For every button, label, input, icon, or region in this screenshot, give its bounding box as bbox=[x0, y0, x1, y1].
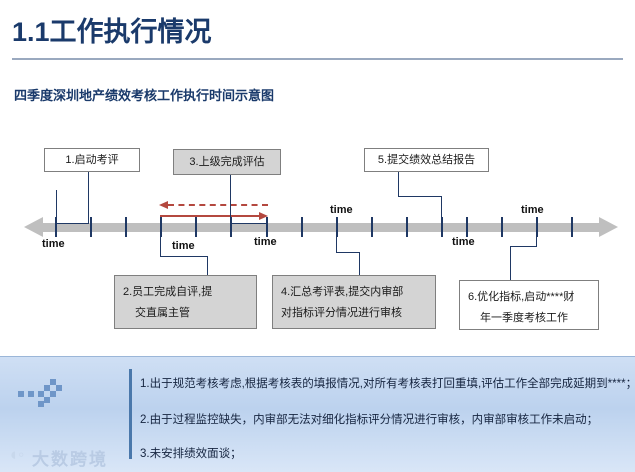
notes-accent-bar bbox=[129, 369, 132, 459]
note-item-2: 2.由于过程监控缺失，内审部无法对细化指标评分情况进行审核，内审部审核工作未启动… bbox=[140, 414, 599, 426]
axis-tick bbox=[371, 217, 373, 237]
red-solid-arrow-icon bbox=[160, 212, 268, 220]
note-item-1: 1.出于规范考核考虑,根据考核表的填报情况,对所有考核表打回重填,评估工作全部完… bbox=[140, 378, 635, 390]
axis-tick bbox=[160, 217, 162, 237]
connector-line-event-6 bbox=[510, 246, 511, 280]
connector-line-event-4 bbox=[336, 224, 337, 252]
connector-line-event-1 bbox=[88, 172, 89, 224]
notes-panel: 1.出于规范考核考虑,根据考核表的填报情况,对所有考核表打回重填,评估工作全部完… bbox=[0, 356, 635, 472]
title-divider bbox=[12, 58, 623, 60]
axis-tick bbox=[441, 217, 443, 237]
watermark-text: 大数跨境 bbox=[32, 450, 108, 469]
event-box-5[interactable]: 5.提交绩效总结报告 bbox=[364, 148, 489, 172]
time-label: time bbox=[254, 236, 277, 248]
connector-line-event-2 bbox=[207, 256, 208, 275]
connector-line-event-1 bbox=[56, 223, 89, 224]
event-box-2-line1: 2.员工完成自评,提 bbox=[123, 286, 213, 298]
timeline-axis bbox=[42, 223, 602, 232]
event-box-4-line2: 对指标评分情况进行审核 bbox=[281, 306, 402, 319]
event-box-3[interactable]: 3.上级完成评估 bbox=[173, 149, 281, 175]
event-box-5-label: 5.提交绩效总结报告 bbox=[377, 153, 476, 166]
event-box-4[interactable]: 4.汇总考评表,提交内审部 对指标评分情况进行审核 bbox=[272, 275, 436, 329]
axis-tick bbox=[466, 217, 468, 237]
connector-line-event-3 bbox=[230, 175, 231, 223]
axis-tick bbox=[536, 217, 538, 237]
connector-line-event-1 bbox=[56, 190, 57, 224]
axis-tick bbox=[195, 217, 197, 237]
connector-line-event-6 bbox=[536, 224, 537, 246]
axis-tick bbox=[90, 217, 92, 237]
event-box-4-line1: 4.汇总考评表,提交内审部 bbox=[281, 286, 404, 298]
axis-tick bbox=[571, 217, 573, 237]
time-label: time bbox=[330, 204, 353, 216]
connector-line-event-5 bbox=[398, 196, 442, 197]
axis-tick bbox=[230, 217, 232, 237]
time-label: time bbox=[42, 238, 65, 250]
connector-line-event-4 bbox=[336, 252, 360, 253]
event-box-6[interactable]: 6.优化指标,启动****财 年一季度考核工作 bbox=[459, 280, 599, 330]
connector-line-event-5 bbox=[441, 196, 442, 226]
connector-line-event-2 bbox=[160, 256, 208, 257]
event-box-1-label: 1.启动考评 bbox=[65, 153, 119, 166]
connector-line-event-4 bbox=[359, 252, 360, 275]
event-box-1[interactable]: 1.启动考评 bbox=[44, 148, 140, 172]
event-box-2-line2: 交直属主管 bbox=[135, 306, 190, 319]
connector-line-event-3 bbox=[230, 223, 267, 224]
red-dashed-arrow-icon bbox=[159, 201, 268, 209]
connector-line-event-6 bbox=[510, 246, 537, 247]
page-title: 1.1工作执行情况 bbox=[12, 17, 212, 47]
connector-line-event-2 bbox=[160, 224, 161, 256]
time-label: time bbox=[521, 204, 544, 216]
time-label: time bbox=[452, 236, 475, 248]
axis-tick bbox=[406, 217, 408, 237]
chart-subtitle: 四季度深圳地产绩效考核工作执行时间示意图 bbox=[14, 88, 275, 103]
decorative-pixels-icon bbox=[18, 379, 64, 407]
event-box-6-line2: 年一季度考核工作 bbox=[480, 311, 568, 324]
axis-tick bbox=[501, 217, 503, 237]
note-item-3: 3.未安排绩效面谈； bbox=[140, 448, 242, 460]
timeline-diagram: time time time time time time 1.启动考评 bbox=[0, 130, 635, 345]
event-box-2[interactable]: 2.员工完成自评,提 交直属主管 bbox=[114, 275, 257, 329]
axis-tick bbox=[266, 217, 268, 237]
watermark-logo-icon: ◖◦ bbox=[8, 445, 25, 464]
axis-tick bbox=[125, 217, 127, 237]
axis-tick bbox=[55, 217, 57, 237]
axis-right-arrow-icon bbox=[599, 217, 618, 237]
axis-tick bbox=[336, 217, 338, 237]
axis-tick bbox=[301, 217, 303, 237]
event-box-6-line1: 6.优化指标,启动****财 bbox=[468, 291, 575, 303]
connector-line-event-5 bbox=[398, 172, 399, 196]
axis-left-arrow-icon bbox=[24, 217, 43, 237]
time-label: time bbox=[172, 240, 195, 252]
event-box-3-label: 3.上级完成评估 bbox=[189, 155, 265, 168]
